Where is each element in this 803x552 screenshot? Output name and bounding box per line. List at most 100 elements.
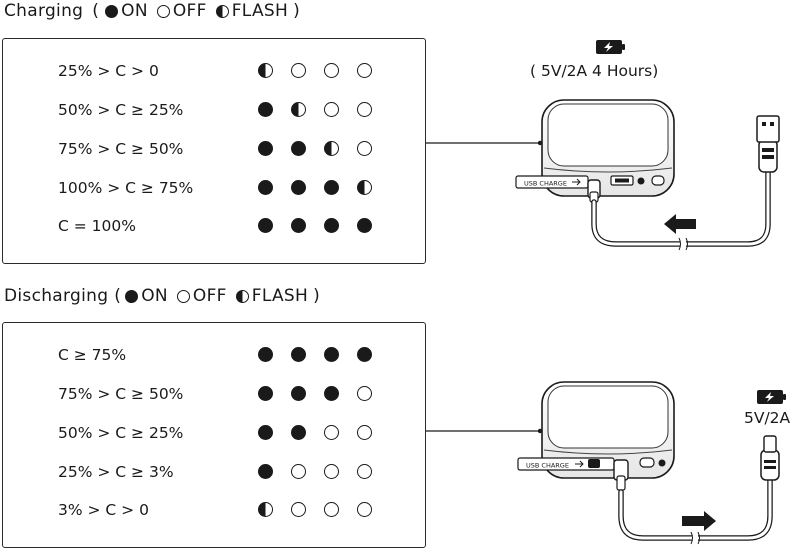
power-bank-device: USB CHARGE xyxy=(517,381,675,491)
led-flash-dot-icon xyxy=(357,180,372,195)
capacity-range-label: 25% > C > 0 xyxy=(58,62,159,80)
capacity-range-label: 100% > C ≥ 75% xyxy=(58,179,194,197)
indicator-row: C ≥ 75% xyxy=(58,345,425,365)
led-on-dot-icon xyxy=(357,218,372,233)
charging-illustration: USB CHARGE xyxy=(426,40,780,251)
capacity-range-label: C ≥ 75% xyxy=(58,346,127,364)
led-on-dot-icon xyxy=(291,347,306,362)
led-off-dot-icon xyxy=(357,464,372,479)
led-flash-dot-icon xyxy=(258,63,273,78)
led-on-dot-icon xyxy=(258,180,273,195)
led-on-dot-icon xyxy=(258,141,273,156)
legend-close-paren: ) xyxy=(293,1,300,21)
legend-flash-label: FLASH xyxy=(231,1,289,21)
capacity-range-label: 50% > C ≥ 25% xyxy=(58,424,184,442)
led-off-dot-icon xyxy=(291,464,306,479)
legend-off-dot-icon xyxy=(156,4,170,18)
led-off-dot-icon xyxy=(324,464,339,479)
led-on-dot-icon xyxy=(258,102,273,117)
led-on-dot-icon xyxy=(291,218,306,233)
led-on-dot-icon xyxy=(291,141,306,156)
led-off-dot-icon xyxy=(357,386,372,401)
indicator-row: 50% > C ≥ 25% xyxy=(58,423,425,443)
led-off-dot-icon xyxy=(357,102,372,117)
capacity-range-label: C = 100% xyxy=(58,217,136,235)
discharging-spec: 5V/2A xyxy=(744,409,791,427)
capacity-range-label: 25% > C ≥ 3% xyxy=(58,463,174,481)
charging-title: Charging xyxy=(4,1,84,21)
battery-charging-icon xyxy=(596,40,625,54)
led-flash-dot-icon xyxy=(324,141,339,156)
arrow-left-icon xyxy=(664,214,696,234)
legend-flash-dot-icon xyxy=(235,289,249,303)
led-off-dot-icon xyxy=(324,502,339,517)
led-indicator-group xyxy=(258,218,390,233)
led-on-dot-icon xyxy=(324,218,339,233)
usb-charge-label-1: USB CHARGE xyxy=(524,180,567,188)
legend-off-label: OFF xyxy=(172,1,207,21)
charging-indicator-table: 25% > C > 0 50% > C ≥ 25% 75% > C ≥ 50% 100… xyxy=(2,38,426,264)
battery-charging-icon xyxy=(757,390,786,404)
led-indicator-group xyxy=(258,141,390,156)
power-bank-device: USB CHARGE xyxy=(515,99,675,203)
led-on-dot-icon xyxy=(324,386,339,401)
usb-charge-label-2: USB CHARGE xyxy=(526,462,569,470)
led-indicator-group xyxy=(258,425,390,440)
discharging-title: Discharging xyxy=(4,286,109,306)
arrow-right-icon xyxy=(682,511,716,531)
led-indicator-group xyxy=(258,63,390,78)
discharging-heading: Discharging ( ON OFF FLASH ) xyxy=(4,286,320,306)
capacity-range-label: 3% > C > 0 xyxy=(58,501,149,519)
led-off-dot-icon xyxy=(357,63,372,78)
led-on-dot-icon xyxy=(258,347,273,362)
led-on-dot-icon xyxy=(258,464,273,479)
indicator-row: 25% > C ≥ 3% xyxy=(58,462,425,482)
capacity-range-label: 75% > C ≥ 50% xyxy=(58,140,184,158)
indicator-row: 75% > C ≥ 50% xyxy=(58,139,425,159)
led-on-dot-icon xyxy=(258,218,273,233)
indicator-row: 3% > C > 0 xyxy=(58,500,425,520)
legend-flash-label: FLASH xyxy=(251,286,309,306)
led-on-dot-icon xyxy=(258,425,273,440)
legend-on-label: ON xyxy=(141,286,168,306)
capacity-range-label: 75% > C ≥ 50% xyxy=(58,385,184,403)
discharging-indicator-table: C ≥ 75% 75% > C ≥ 50% 50% > C ≥ 25% 25% > C… xyxy=(2,322,426,548)
led-flash-dot-icon xyxy=(291,102,306,117)
led-on-dot-icon xyxy=(291,386,306,401)
led-on-dot-icon xyxy=(324,180,339,195)
legend-off-label: OFF xyxy=(192,286,227,306)
led-off-dot-icon xyxy=(357,502,372,517)
led-indicator-group xyxy=(258,386,390,401)
led-indicator-group xyxy=(258,347,390,362)
charging-spec: ( 5V/2A 4 Hours) xyxy=(530,62,659,80)
indicator-row: C = 100% xyxy=(58,216,425,236)
led-off-dot-icon xyxy=(357,141,372,156)
legend-on-dot-icon xyxy=(105,4,119,18)
led-on-dot-icon xyxy=(291,180,306,195)
led-indicator-group xyxy=(258,102,390,117)
capacity-range-label: 50% > C ≥ 25% xyxy=(58,101,184,119)
led-off-dot-icon xyxy=(324,63,339,78)
legend-off-dot-icon xyxy=(176,289,190,303)
led-off-dot-icon xyxy=(357,425,372,440)
led-on-dot-icon xyxy=(291,425,306,440)
legend-on-label: ON xyxy=(121,1,148,21)
led-flash-dot-icon xyxy=(258,502,273,517)
led-off-dot-icon xyxy=(291,63,306,78)
legend-on-dot-icon xyxy=(125,289,139,303)
led-indicator-group xyxy=(258,180,390,195)
led-on-dot-icon xyxy=(258,386,273,401)
legend-close-paren: ) xyxy=(313,286,321,306)
led-on-dot-icon xyxy=(324,347,339,362)
legend-open-paren: ( xyxy=(92,1,100,21)
usb-c-plug-icon xyxy=(760,435,780,481)
discharging-illustration: USB CHARGE xyxy=(426,381,786,545)
led-indicator-group xyxy=(258,464,390,479)
led-off-dot-icon xyxy=(291,502,306,517)
usb-a-plug-icon xyxy=(756,115,780,173)
indicator-row: 100% > C ≥ 75% xyxy=(58,178,425,198)
indicator-row: 50% > C ≥ 25% xyxy=(58,100,425,120)
led-off-dot-icon xyxy=(324,102,339,117)
indicator-row: 25% > C > 0 xyxy=(58,61,425,81)
